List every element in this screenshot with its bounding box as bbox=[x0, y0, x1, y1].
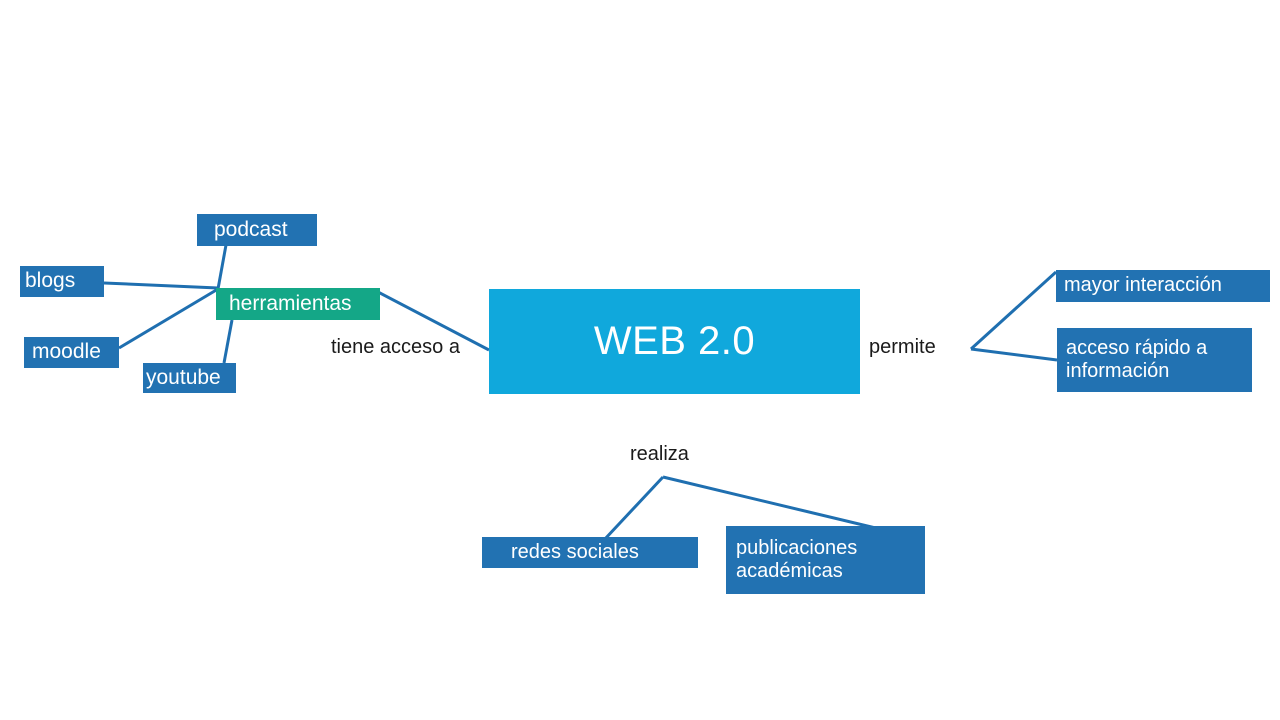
node-youtube-label: youtube bbox=[146, 365, 221, 389]
edge-permite-acceso-rapido bbox=[970, 347, 1058, 362]
edge-label-realiza: realiza bbox=[630, 443, 689, 465]
node-podcast-label: podcast bbox=[214, 217, 288, 241]
node-redes-sociales[interactable]: redes sociales bbox=[482, 537, 698, 568]
node-redes-sociales-label: redes sociales bbox=[511, 540, 639, 563]
node-moodle[interactable]: moodle bbox=[24, 337, 119, 368]
node-web20-center[interactable]: WEB 2.0 bbox=[489, 289, 860, 394]
node-blogs-label: blogs bbox=[25, 269, 76, 293]
edge-permite-mayor-interaccion bbox=[969, 270, 1058, 351]
node-mayor-interaccion-label: mayor interacción bbox=[1064, 274, 1222, 297]
edge-label-permite: permite bbox=[869, 336, 936, 358]
node-publicaciones-academicas[interactable]: publicaciones académicas bbox=[726, 526, 925, 594]
node-podcast[interactable]: podcast bbox=[197, 214, 317, 246]
node-web20-label: WEB 2.0 bbox=[593, 319, 756, 364]
node-publicaciones-academicas-label: publicaciones académicas bbox=[736, 536, 858, 582]
edge-realiza-publicaciones bbox=[662, 475, 885, 532]
edge-realiza-redes-sociales bbox=[602, 475, 665, 542]
node-herramientas[interactable]: herramientas bbox=[216, 288, 380, 320]
edge-youtube-herramientas bbox=[222, 319, 234, 364]
node-acceso-rapido[interactable]: acceso rápido a información bbox=[1057, 328, 1252, 392]
edge-moodle-herramientas bbox=[118, 287, 219, 350]
node-blogs[interactable]: blogs bbox=[20, 266, 104, 297]
node-youtube[interactable]: youtube bbox=[143, 363, 236, 393]
node-acceso-rapido-label: acceso rápido a información bbox=[1066, 336, 1208, 382]
edge-podcast-herramientas bbox=[216, 244, 228, 290]
edge-label-tiene-acceso-a: tiene acceso a bbox=[331, 336, 460, 358]
node-herramientas-label: herramientas bbox=[229, 291, 352, 315]
edge-blogs-herramientas bbox=[103, 281, 219, 290]
node-mayor-interaccion[interactable]: mayor interacción bbox=[1056, 270, 1270, 302]
node-moodle-label: moodle bbox=[32, 340, 101, 364]
